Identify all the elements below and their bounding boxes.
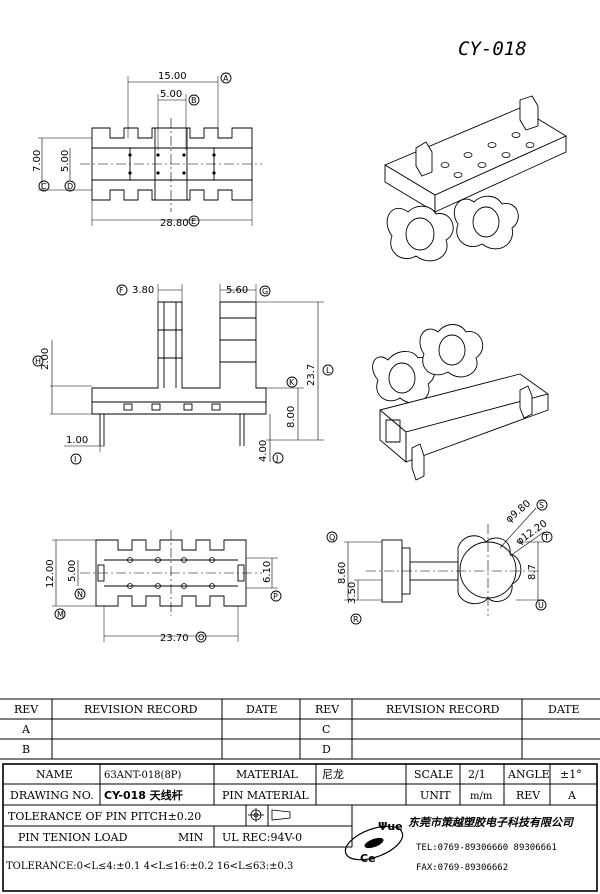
angle-value: ±1° [560,768,582,781]
label-t: T [543,533,549,542]
top-view [38,72,262,227]
dim-front-height: 23.7 [306,364,317,386]
drawing-no-value: CY-018 天线杆 [104,788,183,802]
rev-row-a: A [21,723,31,736]
drawing-no-label: DRAWING NO. [10,789,94,802]
name-value: 63ANT-018(8P) [104,770,182,781]
label-e: E [191,217,196,226]
label-c: C [41,182,47,191]
company-logo: Ψue Ce [344,820,404,865]
label-f: F [119,286,124,295]
dim-top-height: 7.00 [32,150,43,172]
rev-value: A [567,789,577,802]
label-i: I [74,455,76,464]
unit-label: UNIT [420,789,451,802]
logo-ce: Ce [360,852,376,865]
dim-side-tab: 3.50 [347,582,358,604]
tension-label: PIN TENION LOAD [18,831,128,844]
angle-label: ANGLE [507,768,550,781]
label-r: R [353,615,359,624]
rev-row-b: B [22,743,30,756]
dim-bottom-height: 12.00 [45,559,56,588]
rev-label: REV [516,789,541,802]
dim-side-ring: 8.7 [527,564,538,580]
dim-front-block: 5.60 [226,285,248,296]
dim-side-height: 8.60 [337,562,348,584]
date-header-1: DATE [246,703,278,716]
dim-front-pin-width: 1.00 [66,435,88,446]
bottom-view [52,530,282,643]
label-h: H [35,357,41,366]
dim-front-base: 8.00 [286,406,297,428]
dim-top-length: 28.80 [160,218,189,229]
date-header-2: DATE [548,703,580,716]
logo-letters: Ψue [378,820,403,833]
tension-min: MIN [178,831,204,844]
label-q: Q [329,533,335,542]
label-o: O [198,633,204,642]
revision-record-header-1: REVISION RECORD [84,703,198,716]
label-p: P [273,592,278,601]
dim-front-pin: 4.00 [258,440,269,462]
dim-bottom-length: 23.70 [160,633,189,644]
dim-top-width: 15.00 [158,71,187,82]
isometric-view-top [384,95,567,262]
front-view [32,284,334,465]
label-u: U [538,601,544,610]
pin-material-label: PIN MATERIAL [222,789,309,802]
title-block [2,763,598,892]
revision-record-header-2: REVISION RECORD [386,703,500,716]
label-n: N [77,590,83,599]
rev-header-1: REV [14,703,39,716]
label-g: G [262,287,268,296]
label-l: L [326,366,331,375]
company-name: 东莞市策越塑胶电子科技有限公司 [408,816,575,829]
scale-value: 2/1 [468,768,486,781]
label-a: A [223,74,229,83]
dim-top-inner: 5.00 [160,89,182,100]
rev-header-2: REV [315,703,340,716]
isometric-view-bottom [372,324,549,481]
ul-rec: UL REC:94V-0 [222,831,302,844]
label-k: K [289,378,295,387]
material-value: 尼龙 [322,768,344,781]
label-d: D [67,182,73,191]
tolerance-line: TOLERANCE:0<L≤4:±0.1 4<L≤16:±0.2 16<L≤63… [6,861,293,872]
scale-label: SCALE [414,768,453,781]
dim-front-post: 3.80 [132,285,154,296]
company-fax: FAX:0769-89306662 [416,863,508,873]
rev-row-d: D [322,743,331,756]
dim-bottom-pitch: 5.00 [67,560,78,582]
label-b: B [191,96,197,105]
label-j: J [275,454,278,463]
company-tel: TEL:0769-89306660 89306661 [416,843,557,853]
pitch-tolerance: TOLERANCE OF PIN PITCH±0.20 [8,810,201,823]
projection-symbol-icon [248,808,291,822]
label-m: M [57,610,64,619]
dim-top-inner-height: 5.00 [60,150,71,172]
unit-value: m/m [470,791,493,802]
revision-table [0,698,600,760]
dim-bottom-gap: 6.10 [262,561,273,583]
dim-front-step: 2.00 [40,348,51,370]
label-s: S [539,501,544,510]
name-label: NAME [36,768,73,781]
drawing-title: CY-018 [458,38,527,60]
side-view [326,499,553,625]
material-label: MATERIAL [236,768,299,781]
rev-row-c: C [322,723,330,736]
